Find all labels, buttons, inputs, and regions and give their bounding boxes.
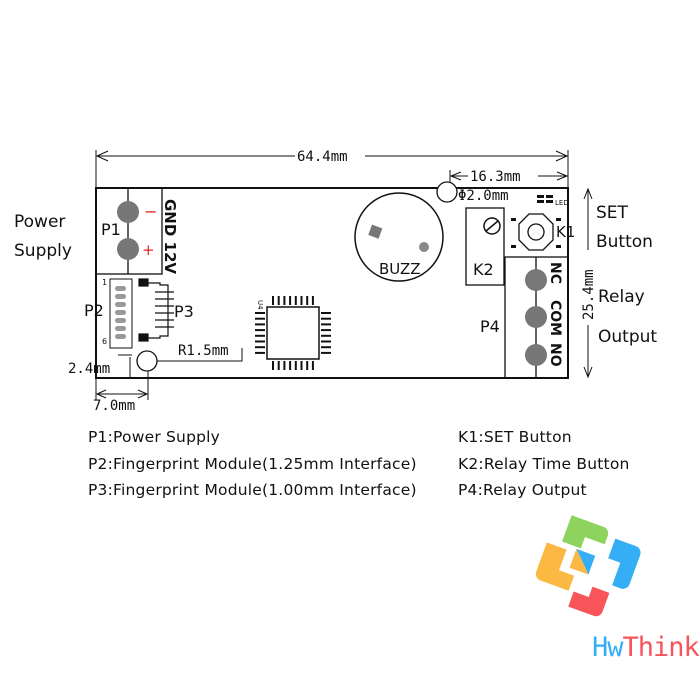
chip-pin: [300, 296, 303, 305]
p1-terminal: [95, 187, 163, 275]
u4-chip: [255, 296, 331, 370]
chip-pin: [255, 346, 265, 349]
logo-text-thinker: Thinker: [623, 632, 700, 663]
legend-p1: P1:Power Supply: [88, 428, 221, 446]
set-label-1: SET: [596, 203, 629, 223]
p3-label: P3: [174, 302, 194, 321]
chip-pin: [321, 317, 331, 320]
hole-x-label: 7.0mm: [93, 398, 135, 414]
chip-pin: [321, 351, 331, 354]
plus-sign: +: [142, 241, 155, 259]
chip-pin: [321, 312, 331, 314]
chip-pin: [255, 351, 265, 354]
chip-pin: [321, 334, 331, 337]
chip-pin: [294, 361, 297, 370]
u4-label: U4: [256, 300, 264, 310]
power-label-1: Power: [14, 212, 65, 232]
buzzer: [354, 192, 444, 282]
radius-leader: [157, 348, 243, 362]
nc-label: NC: [547, 262, 563, 284]
p3-connector: [138, 278, 174, 342]
chip-pin: [321, 340, 331, 343]
p4-label: P4: [480, 317, 500, 336]
led-label: LED: [555, 199, 569, 207]
svg-text:HwThinker: HwThinker: [592, 632, 700, 663]
phi-hole: [436, 181, 458, 203]
k2-label: K2: [473, 260, 494, 279]
chip-pin: [277, 361, 280, 370]
offset-dimension: [449, 170, 569, 185]
chip-pin: [321, 346, 331, 349]
pin1-label: 1: [102, 278, 107, 287]
width-label: 64.4mm: [297, 149, 348, 165]
chip-pin: [306, 296, 309, 305]
chip-pin: [277, 296, 280, 305]
chip-pin: [255, 340, 265, 343]
p1-label: P1: [101, 220, 121, 239]
k2-potentiometer: [465, 207, 505, 286]
hwthinker-logo-icon: [535, 515, 641, 617]
chip-pin: [289, 296, 292, 305]
chip-pin: [255, 317, 265, 320]
height-dimension: [583, 187, 593, 379]
minus-sign: −: [144, 202, 157, 221]
buzz-label: BUZZ: [379, 260, 421, 278]
relay-label-1: Relay: [598, 287, 645, 307]
k1-label: K1: [556, 223, 575, 241]
logo-text-hw: Hw: [592, 632, 624, 663]
p2-connector: [109, 278, 133, 349]
chip-pin: [294, 296, 297, 305]
pin6-label: 6: [102, 337, 107, 346]
k1-button: [511, 213, 561, 251]
chip-pin: [255, 334, 265, 337]
chip-pin: [255, 312, 265, 314]
p2-label: P2: [84, 301, 104, 320]
radius-label: R1.5mm: [178, 343, 229, 359]
chip-pin: [311, 361, 314, 370]
legend-p4: P4:Relay Output: [458, 481, 587, 499]
gnd-12v-label: GND 12V: [161, 199, 179, 274]
legend-k1: K1:SET Button: [458, 428, 572, 446]
mounting-hole: [136, 350, 158, 372]
hole-dimensions: [95, 354, 149, 400]
legend-p3: P3:Fingerprint Module(1.00mm Interface): [88, 481, 417, 499]
legend-p2: P2:Fingerprint Module(1.25mm Interface): [88, 455, 417, 473]
legend-k2: K2:Relay Time Button: [458, 455, 630, 473]
power-label-2: Supply: [14, 241, 72, 261]
hole-y-label: 2.4mm: [68, 361, 110, 377]
set-label-2: Button: [596, 232, 653, 252]
com-label: COM: [547, 300, 563, 336]
chip-pin: [283, 296, 286, 305]
chip-pin: [321, 323, 331, 326]
chip-pin: [289, 361, 292, 370]
offset-label: 16.3mm: [470, 169, 521, 185]
led: [537, 195, 553, 203]
p4-terminal: [504, 256, 569, 379]
chip-pin: [272, 361, 274, 370]
height-label: 25.4mm: [581, 269, 597, 320]
chip-pin: [272, 296, 274, 305]
phi-label: Φ2.0mm: [458, 188, 509, 204]
no-label: NO: [547, 343, 563, 367]
chip-pin: [311, 296, 314, 305]
chip-pin: [306, 361, 309, 370]
chip-pin: [300, 361, 303, 370]
chip-pin: [283, 361, 286, 370]
chip-pin: [255, 323, 265, 326]
chip-pin: [321, 329, 331, 332]
relay-label-2: Output: [598, 327, 657, 347]
chip-pin: [255, 329, 265, 332]
width-dimension: [95, 150, 569, 188]
